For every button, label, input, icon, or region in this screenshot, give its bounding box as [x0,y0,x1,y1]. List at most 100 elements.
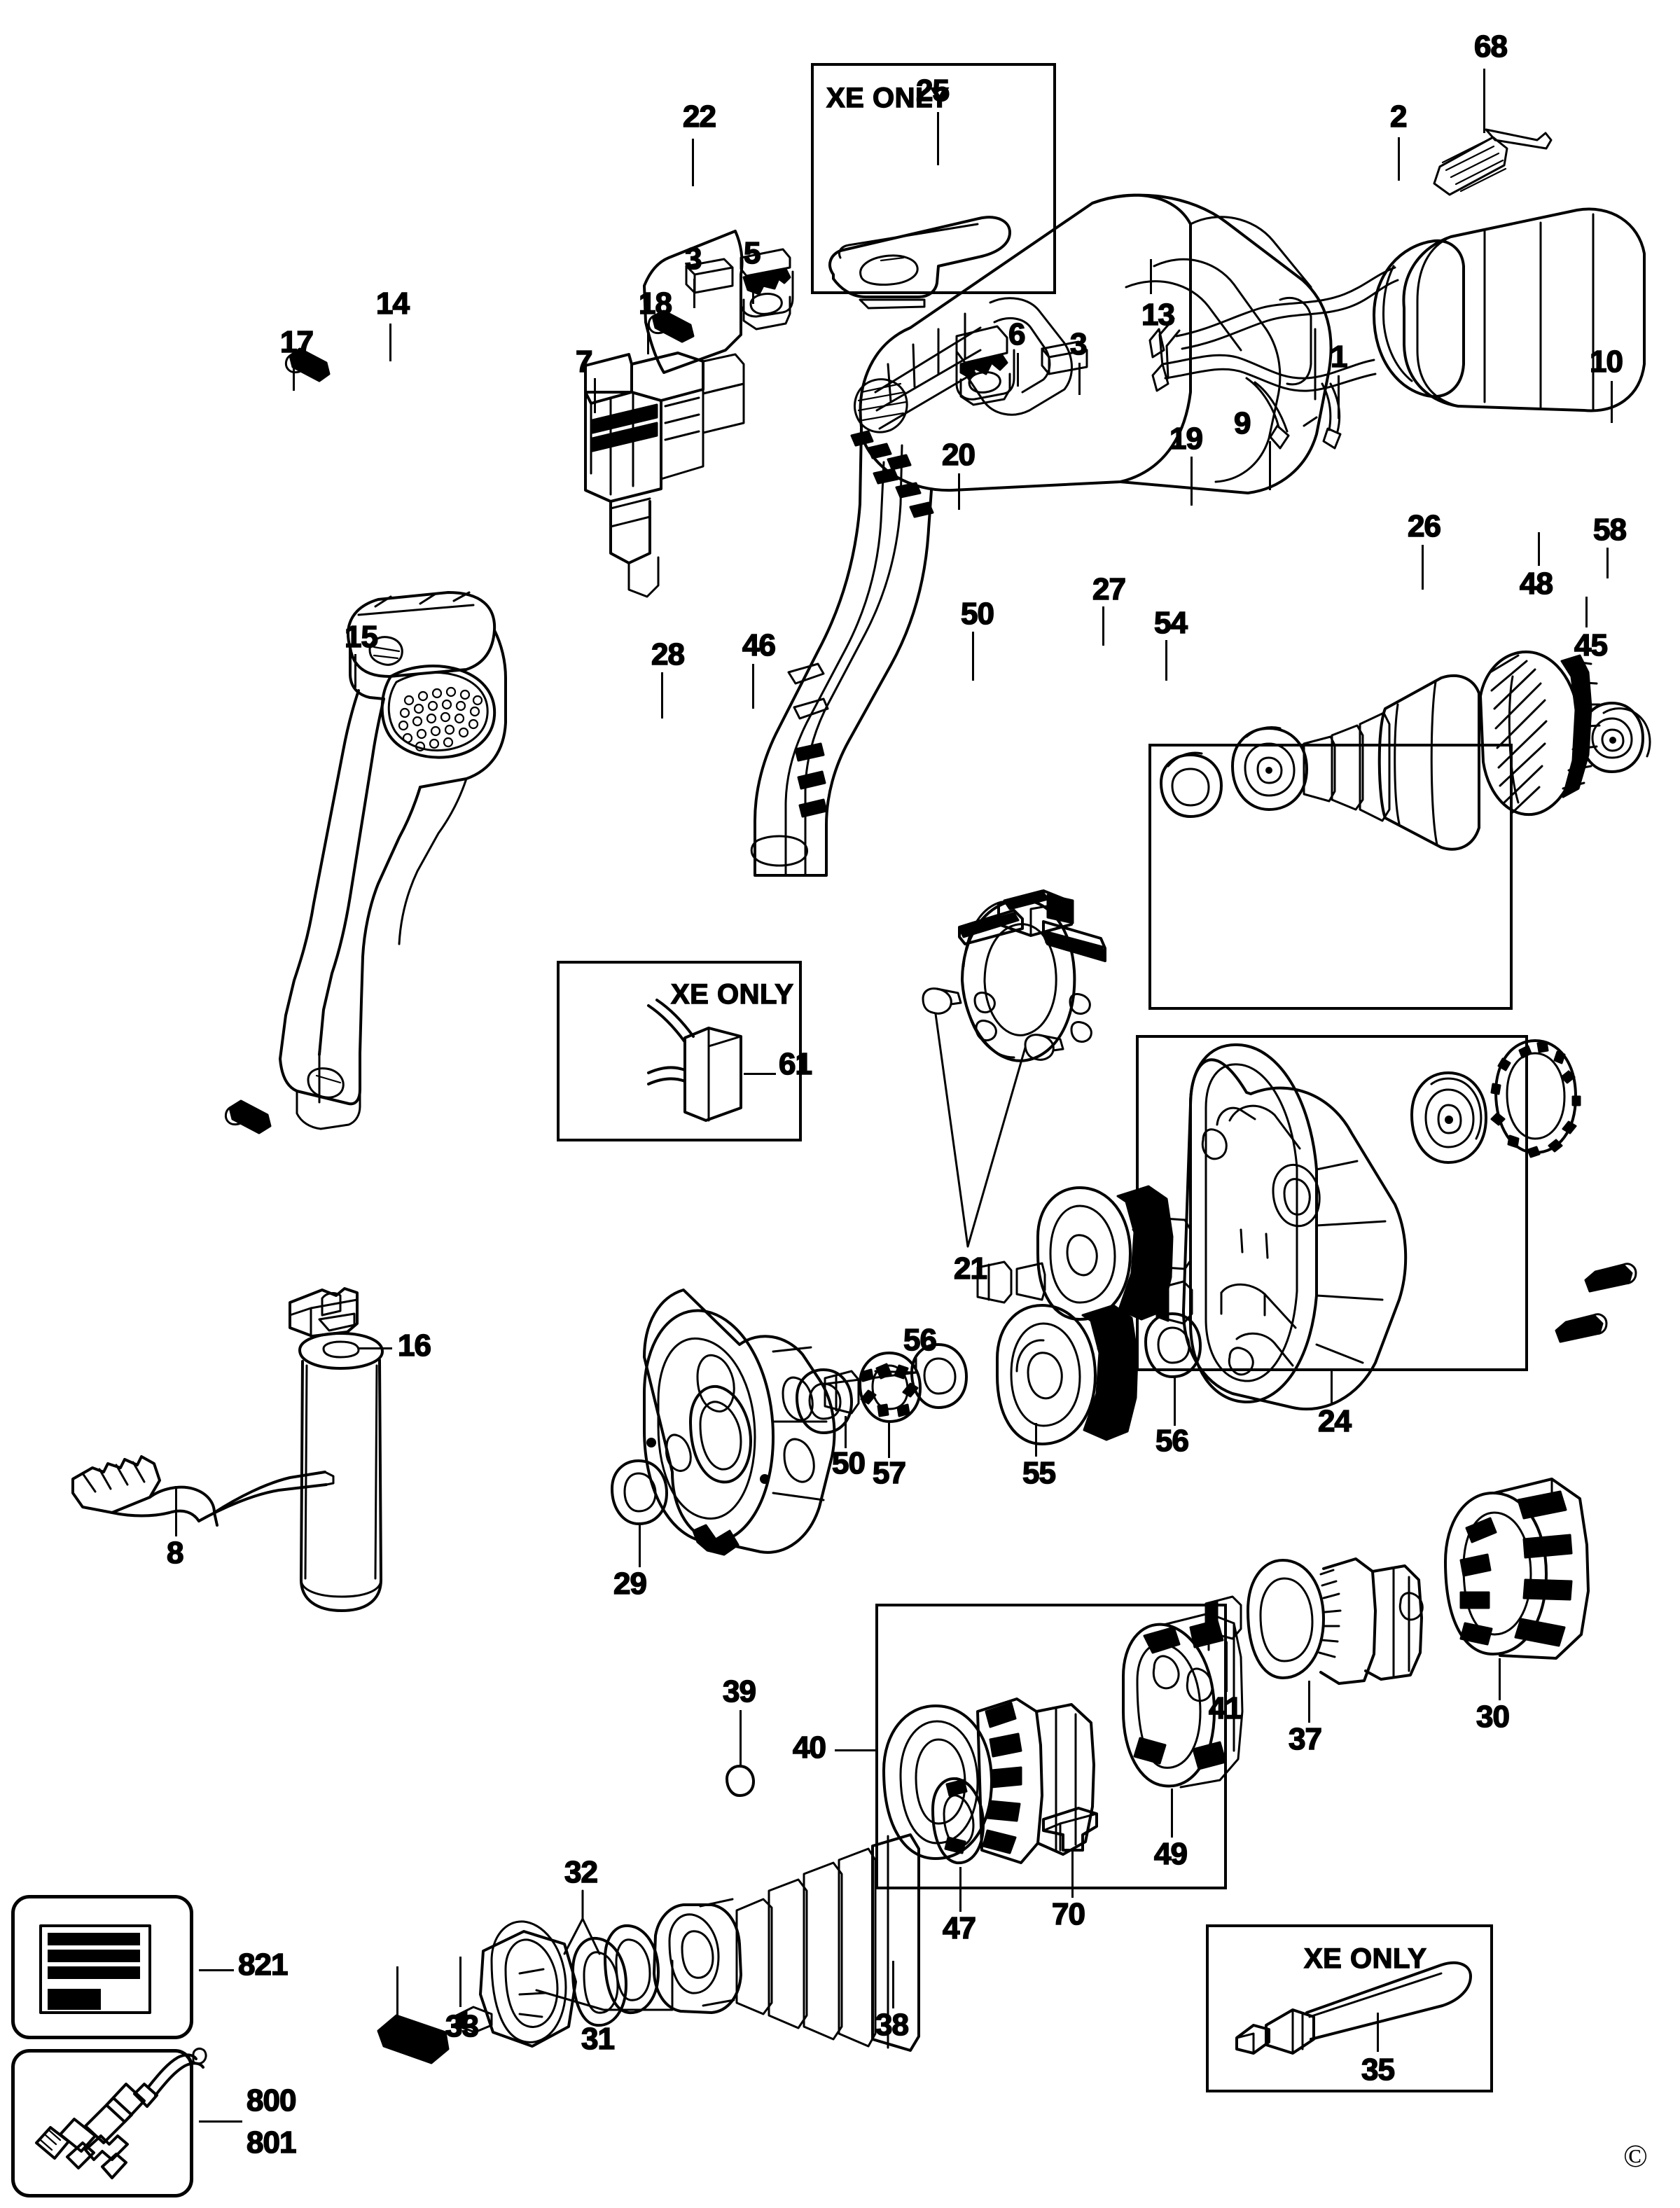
callout-70: 70 [1051,1897,1086,1931]
callout-7: 7 [575,345,593,379]
leader-25 [937,112,939,165]
leader-800-801 [199,2120,242,2123]
leader-8 [175,1486,177,1536]
leader-50b [845,1416,847,1448]
callout-28: 28 [651,637,686,672]
xe-only-label-bottom: XE ONLY [1303,1943,1427,1974]
leader-26 [1422,545,1424,590]
leader-1 [1338,375,1340,419]
switch-7-art [584,352,745,598]
callout-61: 61 [778,1047,813,1081]
leader-48 [1538,532,1540,566]
callout-26: 26 [1407,509,1442,543]
assembly-box-chuck [875,1604,1227,1889]
leader-70 [1071,1852,1074,1898]
callout-31: 31 [581,2022,616,2056]
callout-50-lower: 50 [831,1446,866,1480]
callout-47: 47 [942,1911,977,1945]
leader-49 [1171,1789,1173,1838]
leader-5 [752,275,754,304]
callout-21: 21 [953,1251,988,1286]
callout-38: 38 [875,2008,910,2042]
callout-22: 22 [682,99,717,134]
brush-ring-20-art [922,889,1106,1062]
leader-41 [1226,1641,1228,1692]
callout-56-left: 56 [903,1323,938,1357]
leader-7 [594,378,596,413]
callout-41: 41 [1208,1691,1243,1726]
callout-801: 801 [246,2125,297,2160]
leader-57 [888,1423,890,1458]
leader-22 [692,139,694,186]
callout-2: 2 [1389,99,1408,134]
leader-39 [740,1710,742,1766]
callout-17: 17 [279,325,314,359]
leader-61 [744,1073,776,1075]
callout-800: 800 [246,2083,297,2118]
callout-9: 9 [1233,406,1251,440]
callout-45: 45 [1574,628,1609,662]
screw-17-art [224,347,331,1134]
callout-8: 8 [166,1536,184,1570]
callout-27: 27 [1092,572,1127,606]
callout-25: 25 [915,74,950,108]
callout-35: 35 [1361,2053,1396,2087]
callout-24: 24 [1317,1404,1352,1438]
callout-3-upper: 3 [684,242,702,276]
leader-3-lower [1078,363,1081,395]
leader-15 [354,654,356,688]
accessory-box-greasegun [11,2049,193,2197]
field-stator-2-art [1148,207,1646,450]
callout-58: 58 [1592,513,1627,547]
leader-6 [1017,353,1019,387]
leader-14 [389,324,391,361]
leader-16 [359,1347,392,1349]
leader-30 [1499,1658,1501,1700]
leader-55 [1035,1423,1037,1457]
leader-58 [1606,548,1609,578]
callout-20: 20 [941,438,976,472]
xe-only-box-middle [557,961,802,1141]
leader-37 [1308,1681,1310,1723]
leader-56-right [1174,1377,1176,1426]
side-handle-14-art [279,591,507,1130]
callout-15: 15 [344,620,379,654]
screw-68-art [1433,128,1553,196]
xe-only-label-top: XE ONLY [826,82,950,113]
brush-holder-6-art [955,325,1015,406]
leader-54 [1165,640,1167,681]
callout-10: 10 [1589,345,1624,379]
leader-18 [647,324,649,354]
copyright-mark: © [1623,2138,1648,2174]
callout-29: 29 [613,1567,648,1601]
gearcase-cover-28-art [611,1289,860,1556]
leader-47 [959,1867,962,1912]
leader-40 [835,1749,877,1751]
callout-18: 18 [638,286,673,321]
chuck-37-30-art [1247,1478,1590,1685]
callout-49: 49 [1153,1837,1188,1871]
callout-39: 39 [722,1674,757,1709]
callout-34: 34 [383,2019,418,2053]
leader-27 [1102,606,1104,646]
callout-68: 68 [1473,29,1508,64]
assembly-box-gearcase [1136,1035,1528,1371]
cord-8-art [71,1455,335,1527]
callout-3-lower: 3 [1069,327,1088,361]
leader-45 [1585,597,1588,627]
leader-46 [752,664,754,709]
leader-28 [661,672,663,718]
leader-10 [1611,381,1613,423]
callout-6: 6 [1008,317,1026,352]
leader-34 [396,1966,398,2020]
callout-56-right: 56 [1155,1424,1190,1458]
leader-38 [892,1961,894,2008]
accessory-box-nameplate [11,1895,193,2039]
assembly-box-armature [1148,744,1513,1010]
screws-58-45-art [1555,1263,1637,1343]
leader-50 [972,632,974,681]
xe-only-box-top [811,63,1056,294]
xe-only-box-bottom [1206,1924,1493,2092]
leader-17 [293,361,295,391]
